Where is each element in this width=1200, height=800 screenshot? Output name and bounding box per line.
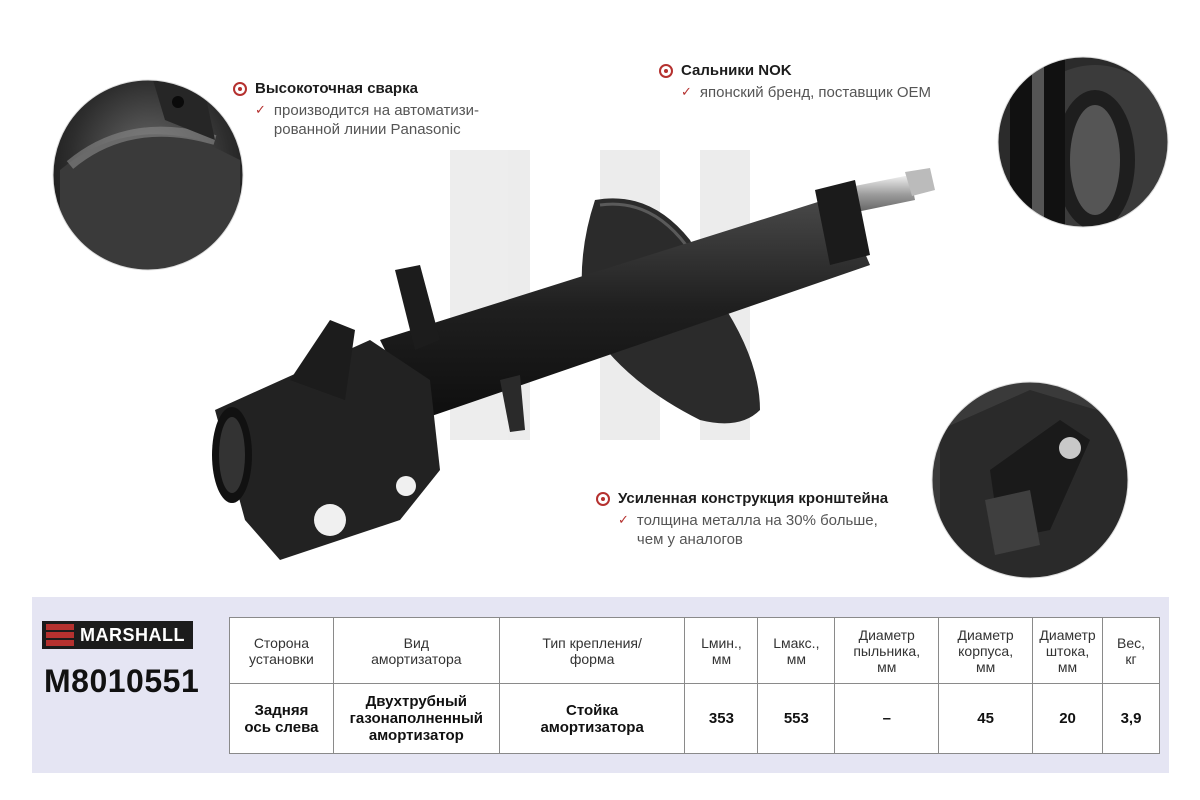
value-type: Двухтрубный газонаполненный амортизатор: [332, 683, 500, 754]
header-rod-diameter: Диаметр штока, мм: [1032, 617, 1104, 684]
header-boot-diameter: Диаметр пыльника, мм: [834, 617, 940, 684]
value-lmax: 553: [757, 683, 836, 754]
spec-header-row: Сторона установки Вид амортизатора Тип к…: [229, 617, 1160, 684]
header-body-diameter: Диаметр корпуса, мм: [938, 617, 1034, 684]
target-bullet-icon: [659, 63, 673, 78]
target-bullet-icon: [596, 491, 610, 506]
check-icon: ✓: [681, 84, 692, 99]
welding-detail-image: [53, 80, 243, 270]
value-weight: 3,9: [1102, 683, 1160, 754]
value-body-diameter: 45: [938, 683, 1034, 754]
marshall-logo-icon: [46, 624, 74, 646]
feature-title: Сальники NOK: [681, 62, 792, 79]
header-side: Сторона установки: [229, 617, 334, 684]
spec-panel: MARSHALL M8010551 Сторона установки Вид …: [32, 597, 1169, 773]
feature-seals: Сальники NOK ✓ японский бренд, поставщик…: [659, 62, 931, 102]
value-side: Задняя ось слева: [229, 683, 334, 754]
bracket-detail-image: [932, 382, 1128, 578]
feature-title: Высокоточная сварка: [255, 80, 418, 97]
header-weight: Вес, кг: [1102, 617, 1160, 684]
seal-detail-image: [998, 57, 1168, 227]
check-icon: ✓: [618, 512, 629, 527]
value-rod-diameter: 20: [1032, 683, 1104, 754]
spec-table: Сторона установки Вид амортизатора Тип к…: [229, 617, 1160, 754]
value-boot-diameter: –: [834, 683, 940, 754]
shock-absorber-image: [52, 56, 1169, 579]
feature-description: производится на автоматизи- рованной лин…: [273, 102, 480, 138]
value-mount: Стойка амортизатора: [498, 683, 686, 754]
check-icon: ✓: [255, 102, 266, 117]
header-lmax: Lмакс., мм: [757, 617, 836, 684]
header-mount: Тип крепления/ форма: [498, 617, 686, 684]
spec-value-row: Задняя ось слева Двухтрубный газонаполне…: [229, 683, 1160, 754]
feature-description: толщина металла на 30% больше, чем у ана…: [636, 512, 878, 548]
target-bullet-icon: [233, 81, 247, 96]
header-lmin: Lмин., мм: [684, 617, 759, 684]
header-type: Вид амортизатора: [332, 617, 500, 684]
brand-logo: MARSHALL: [42, 621, 193, 649]
feature-bracket: Усиленная конструкция кронштейна ✓ толщи…: [596, 490, 888, 549]
feature-title: Усиленная конструкция кронштейна: [618, 490, 889, 507]
shock-absorber-strut: [212, 168, 935, 560]
brand-name: MARSHALL: [80, 624, 185, 645]
feature-description: японский бренд, поставщик OEM: [699, 84, 932, 101]
value-lmin: 353: [684, 683, 759, 754]
feature-welding: Высокоточная сварка ✓ производится на ав…: [233, 80, 479, 139]
product-sku: M8010551: [44, 663, 200, 699]
